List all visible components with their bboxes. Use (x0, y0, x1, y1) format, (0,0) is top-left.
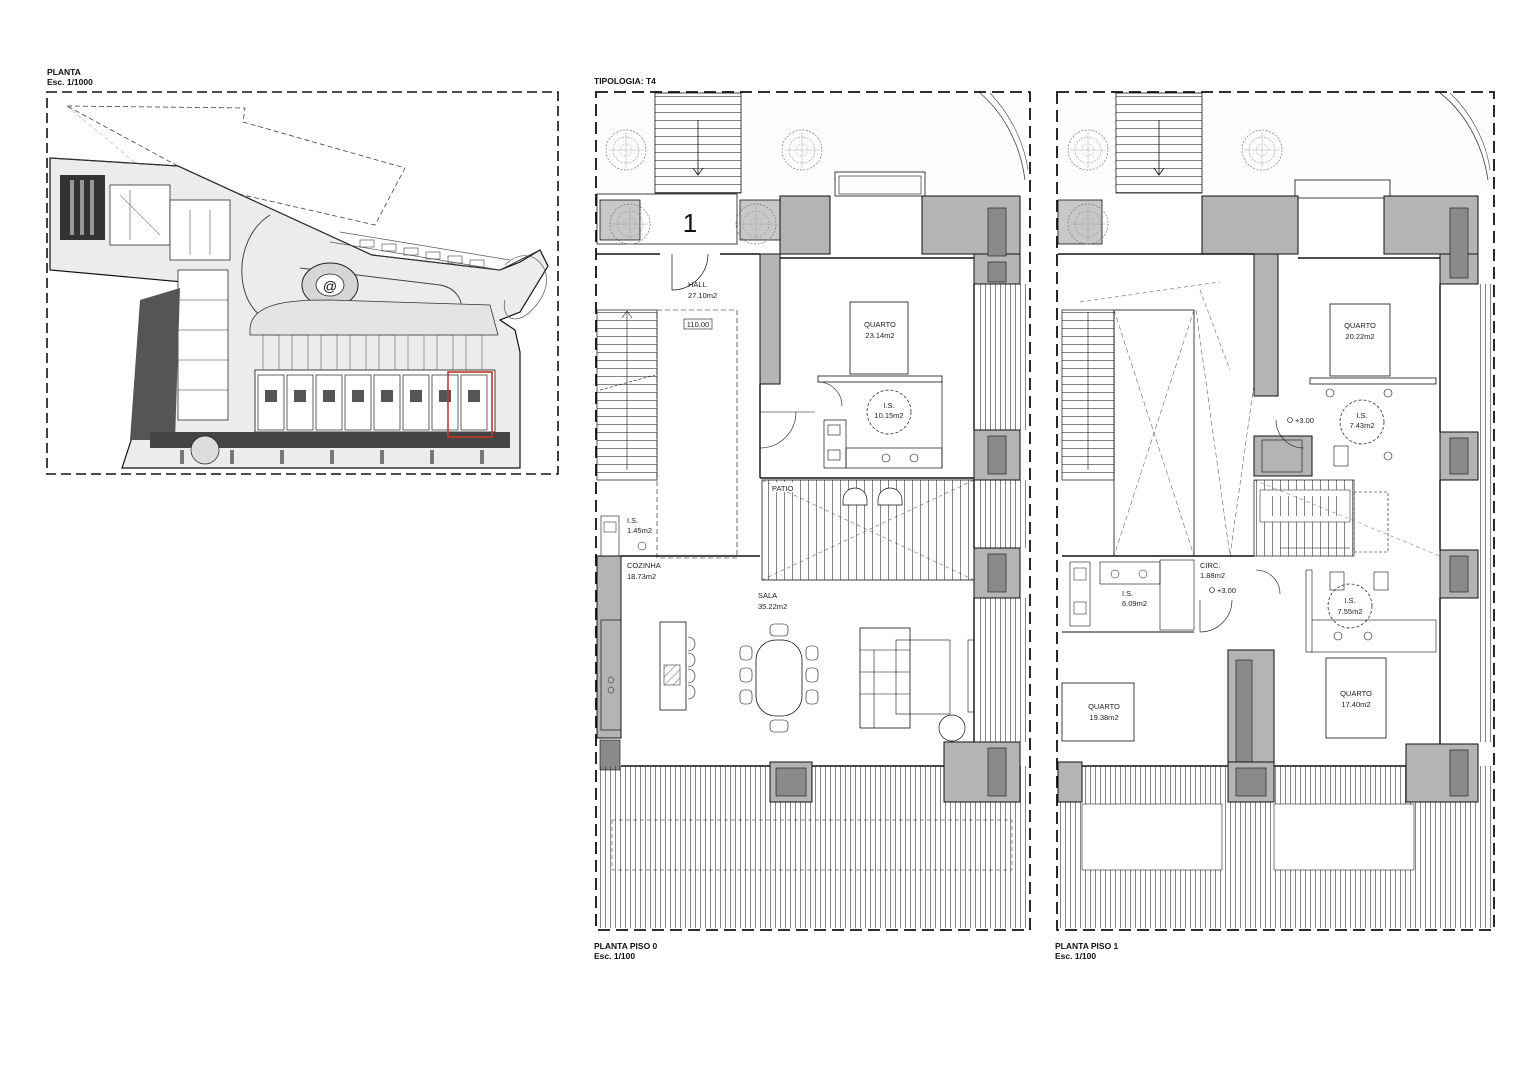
site-base-strip (150, 432, 510, 448)
floor1-level-a: +3.00 (1295, 416, 1314, 425)
is-a-name: I.S. (1356, 411, 1367, 420)
is-master-area: 10.15m2 (874, 411, 903, 420)
floor1-frame (1056, 91, 1495, 931)
selected-unit-highlight (447, 371, 493, 438)
quarto0-name: QUARTO (864, 320, 896, 329)
hall-area: 27.10m2 (688, 291, 717, 300)
patio-deck (761, 479, 975, 581)
site-dark-band (130, 288, 180, 440)
site-plan-frame (46, 91, 559, 475)
sala-area: 35.22m2 (758, 602, 787, 611)
floor1-caption: PLANTA PISO 1 Esc. 1/100 (1055, 941, 1118, 961)
is-b-name: I.S. (1122, 589, 1133, 598)
is-small-name: I.S. (627, 516, 638, 525)
quarto-c-area: 17.40m2 (1341, 700, 1370, 709)
unit-number: 1 (683, 208, 697, 238)
floor0-plan: 1 (595, 91, 1031, 931)
kitchen-island (659, 621, 687, 711)
site-plan: @ (46, 91, 559, 475)
quarto-b-name: QUARTO (1088, 702, 1120, 711)
dining-table (755, 639, 803, 717)
is-small-area: 1.45m2 (627, 526, 652, 535)
quarto0-area: 23.14m2 (865, 331, 894, 340)
floor1-plan: QUARTO 20.22m2 I.S. 7.43m2 +3.00 CIRC. 1… (1056, 91, 1495, 931)
typology-label: TIPOLOGIA: T4 (594, 76, 656, 86)
cozinha-area: 18.73m2 (627, 572, 656, 581)
townhouse-row (254, 334, 496, 433)
is-b-area: 6.09m2 (1122, 599, 1147, 608)
site-plan-title: PLANTA (47, 67, 81, 77)
is-c-name: I.S. (1344, 596, 1355, 605)
floor0-level: 110.00 (687, 320, 709, 329)
typology-caption: TIPOLOGIA: T4 (594, 76, 656, 86)
sala-name: SALA (758, 591, 777, 600)
floor0-title: PLANTA PISO 0 (594, 941, 658, 951)
floor1-level-b: +3.00 (1217, 586, 1236, 595)
floor0-caption: PLANTA PISO 0 Esc. 1/100 (594, 941, 657, 961)
roundabout-marker: @ (323, 278, 337, 294)
sofa (859, 627, 911, 729)
site-plan-caption: PLANTA Esc. 1/1000 (47, 67, 93, 87)
floor1-title: PLANTA PISO 1 (1055, 941, 1119, 951)
floor1-scale: Esc. 1/100 (1055, 951, 1097, 961)
quarto-a-name: QUARTO (1344, 321, 1376, 330)
patio-name: PATIO (772, 484, 794, 493)
quarto-b-area: 19.38m2 (1089, 713, 1118, 722)
hall-name: HALL (688, 280, 707, 289)
quarto-c-name: QUARTO (1340, 689, 1372, 698)
site-plan-scale: Esc. 1/1000 (47, 77, 93, 87)
is-a-area: 7.43m2 (1349, 421, 1374, 430)
double-height-void (1113, 309, 1195, 557)
floor0-frame (595, 91, 1031, 931)
cozinha-name: COZINHA (627, 561, 661, 570)
floor0-scale: Esc. 1/100 (594, 951, 636, 961)
circ-area: 1.88m2 (1200, 571, 1225, 580)
circ-name: CIRC. (1200, 561, 1220, 570)
is-master-name: I.S. (883, 401, 894, 410)
is-c-area: 7.55m2 (1337, 607, 1362, 616)
quarto-a-area: 20.22m2 (1345, 332, 1374, 341)
